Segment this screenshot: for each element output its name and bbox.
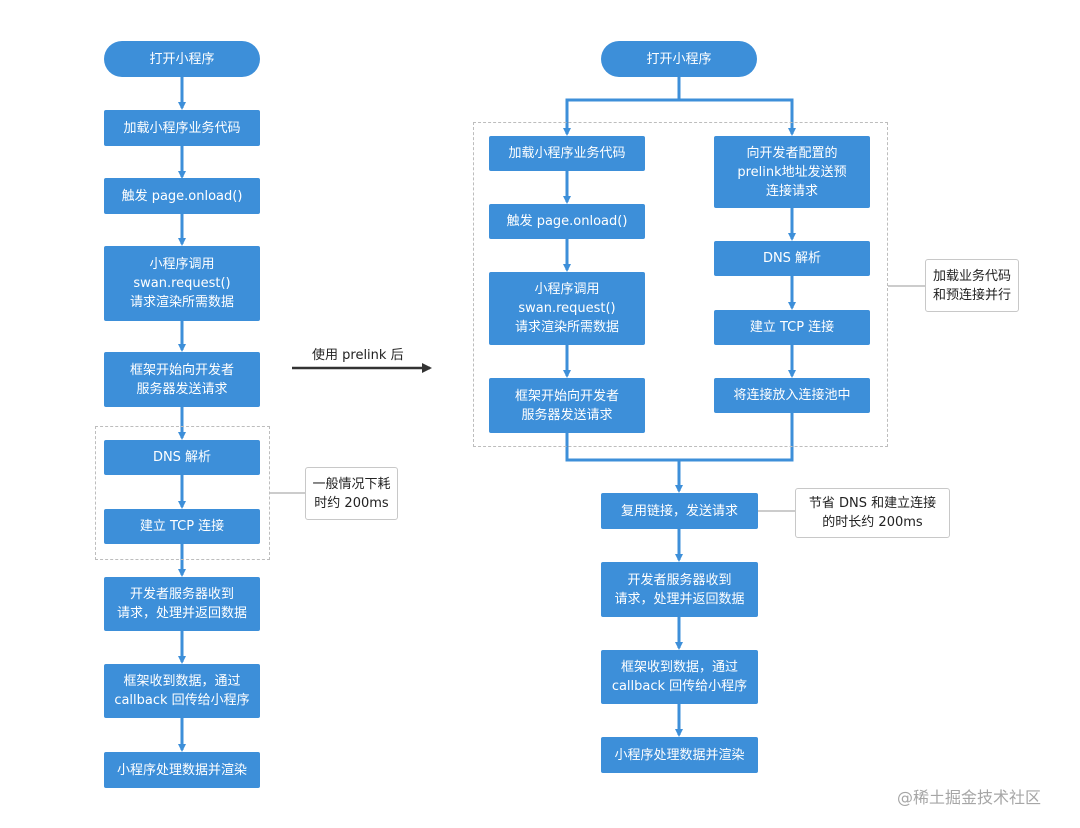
- right-dns: DNS 解析: [714, 241, 870, 276]
- left-dns: DNS 解析: [104, 440, 260, 475]
- parallel-note: 加载业务代码 和预连接并行: [925, 259, 1019, 312]
- right-request: 小程序调用 swan.request() 请求渲染所需数据: [489, 272, 645, 345]
- right-reuse-connection: 复用链接，发送请求: [601, 493, 758, 529]
- right-open-miniprogram: 打开小程序: [601, 41, 757, 77]
- right-render: 小程序处理数据并渲染: [601, 737, 758, 773]
- left-tcp: 建立 TCP 连接: [104, 509, 260, 544]
- reuse-note: 节省 DNS 和建立连接 的时长约 200ms: [795, 488, 950, 538]
- parallel-group: [473, 122, 888, 447]
- right-prelink-request: 向开发者配置的 prelink地址发送预 连接请求: [714, 136, 870, 208]
- left-onload: 触发 page.onload(): [104, 178, 260, 214]
- right-load-code: 加载小程序业务代码: [489, 136, 645, 171]
- left-dns-tcp-group: [95, 426, 270, 560]
- left-open-miniprogram: 打开小程序: [104, 41, 260, 77]
- left-load-code: 加载小程序业务代码: [104, 110, 260, 146]
- right-callback: 框架收到数据，通过 callback 回传给小程序: [601, 650, 758, 704]
- left-callback: 框架收到数据，通过 callback 回传给小程序: [104, 664, 260, 718]
- left-request: 小程序调用 swan.request() 请求渲染所需数据: [104, 246, 260, 321]
- split-lines: [563, 77, 681, 136]
- left-render: 小程序处理数据并渲染: [104, 752, 260, 788]
- prelink-label: 使用 prelink 后: [312, 348, 404, 363]
- right-connection-pool: 将连接放入连接池中: [714, 378, 870, 413]
- right-server: 开发者服务器收到 请求，处理并返回数据: [601, 562, 758, 617]
- left-server: 开发者服务器收到 请求，处理并返回数据: [104, 577, 260, 631]
- right-send-request: 框架开始向开发者 服务器发送请求: [489, 378, 645, 433]
- right-onload: 触发 page.onload(): [489, 204, 645, 239]
- left-send-request: 框架开始向开发者 服务器发送请求: [104, 352, 260, 407]
- right-tcp: 建立 TCP 连接: [714, 310, 870, 345]
- watermark: @稀土掘金技术社区: [897, 788, 1042, 807]
- left-note-200ms: 一般情况下耗 时约 200ms: [305, 467, 398, 520]
